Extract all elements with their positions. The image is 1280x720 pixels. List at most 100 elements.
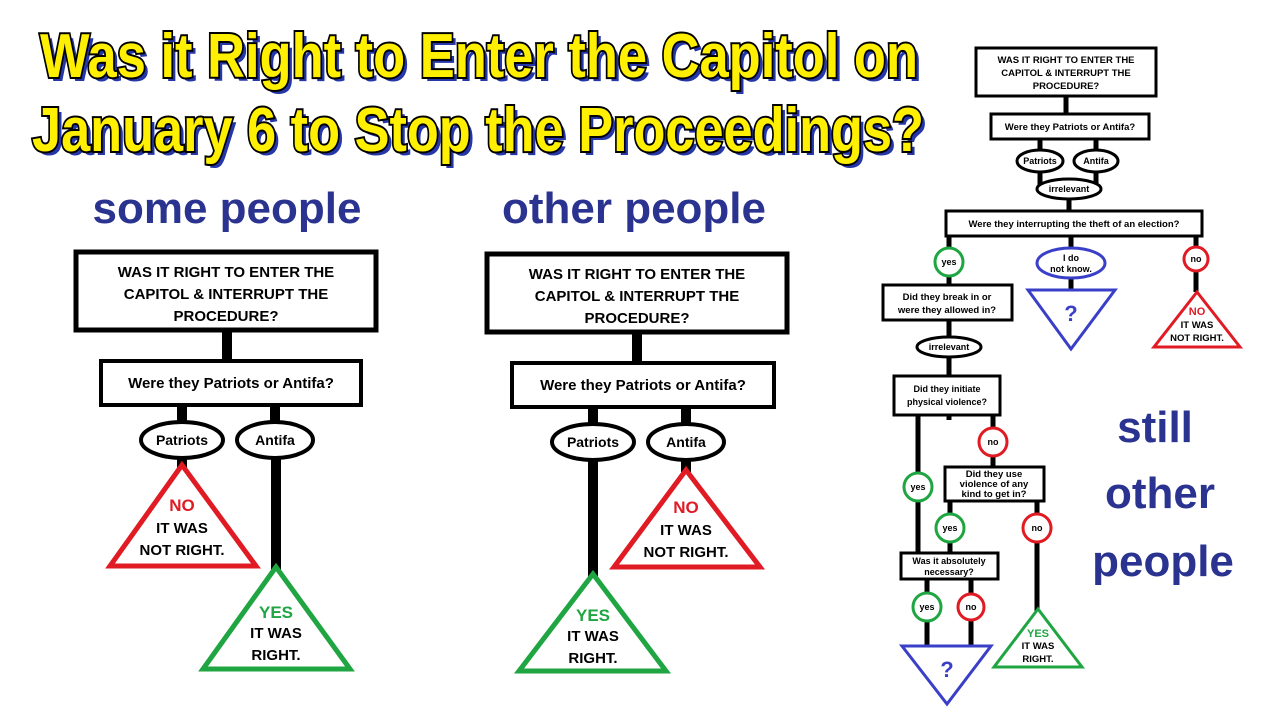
middle-yes-triangle bbox=[513, 569, 672, 674]
middle-no_result-l2-text: NOT RIGHT. bbox=[644, 544, 729, 561]
title-line-2: January 6 to Stop the Proceedings? bbox=[32, 96, 924, 165]
right-irrelevant-oval-2 bbox=[915, 335, 983, 359]
right-q4-0-text: Did they break in or bbox=[903, 292, 992, 303]
left-antifa-text: Antifa bbox=[255, 432, 295, 448]
right-yes-circle-4 bbox=[911, 591, 943, 623]
title-shadow-2: January 6 to Stop the Proceedings? bbox=[36, 100, 928, 169]
middle-q2-text: Were they Patriots or Antifa? bbox=[540, 377, 746, 394]
middle-heading: other people bbox=[502, 184, 766, 233]
right-no_result-l2-text: NOT RIGHT. bbox=[1170, 333, 1224, 344]
right-yes1-text: yes bbox=[941, 257, 956, 267]
right-flowchart: WAS IT RIGHT TO ENTER THE CAPITOL & INTER… bbox=[881, 46, 1244, 707]
right-no-triangle bbox=[1150, 289, 1244, 349]
middle-yes_result-word-text: YES bbox=[576, 606, 610, 625]
left-no-triangle bbox=[105, 460, 261, 569]
diagram-part: WAS IT RIGHT TO ENTER THE CAPITOL & INTER… bbox=[997, 55, 1134, 92]
right-q1-0-text: WAS IT RIGHT TO ENTER THE bbox=[997, 55, 1134, 66]
right-no1-text: no bbox=[1191, 254, 1202, 264]
right-q2-box bbox=[989, 112, 1151, 141]
right-yes-circle-1 bbox=[933, 246, 965, 278]
right-antifa-oval bbox=[1072, 148, 1120, 174]
right-yes_result-l2-text: RIGHT. bbox=[1022, 654, 1053, 665]
middle-patriots-text: Patriots bbox=[567, 434, 619, 450]
diagram-part: WAS IT RIGHT TO ENTER THE CAPITOL & INTER… bbox=[529, 266, 745, 327]
left-q2-text: Were they Patriots or Antifa? bbox=[128, 375, 334, 392]
right-q1-2-text: PROCEDURE? bbox=[1033, 81, 1100, 92]
middle-yes_result-l2-text: RIGHT. bbox=[568, 650, 617, 667]
right-irrelevant2-text: irrelevant bbox=[929, 342, 970, 352]
middle-q1-1-text: CAPITOL & INTERRUPT THE bbox=[535, 288, 739, 305]
middle-no-triangle bbox=[609, 465, 766, 570]
title: Was it Right to Enter the Capitol on Was… bbox=[30, 20, 928, 169]
title-shadow-1: Was it Right to Enter the Capitol on bbox=[44, 26, 922, 95]
left-yes_result-word-text: YES bbox=[259, 603, 293, 622]
left-q1-box bbox=[73, 249, 379, 333]
right-patriots-text: Patriots bbox=[1023, 156, 1057, 166]
right-q4-1-text: were they allowed in? bbox=[897, 305, 996, 316]
right-no2-text: no bbox=[988, 437, 999, 447]
middle-q1-0-text: WAS IT RIGHT TO ENTER THE bbox=[529, 266, 745, 283]
right-no-circle-3 bbox=[1021, 512, 1053, 544]
right-yes4-text: yes bbox=[919, 602, 934, 612]
right-question_mark-text: ? bbox=[940, 657, 953, 682]
right-unknown-triangle-1 bbox=[1025, 288, 1118, 352]
middle-yes_result-l1-text: IT WAS bbox=[567, 628, 619, 645]
right-q1-1-text: CAPITOL & INTERRUPT THE bbox=[1001, 68, 1131, 79]
right-q1-box bbox=[974, 46, 1158, 98]
middle-no_result-word-text: NO bbox=[673, 498, 699, 517]
right-heading-0-text: still bbox=[1117, 403, 1193, 452]
right-q5-1-text: physical violence? bbox=[907, 397, 987, 407]
left-no_result-l1-text: IT WAS bbox=[156, 520, 208, 537]
middle-antifa-text: Antifa bbox=[666, 434, 706, 450]
right-yes3-text: yes bbox=[942, 523, 957, 533]
right-no_result-word-text: NO bbox=[1189, 306, 1206, 318]
right-no4-text: no bbox=[966, 602, 977, 612]
left-no_result-l2-text: NOT RIGHT. bbox=[140, 542, 225, 559]
left-q1-1-text: CAPITOL & INTERRUPT THE bbox=[124, 286, 328, 303]
left-yes-triangle bbox=[198, 562, 355, 672]
right-no-circle-4 bbox=[956, 592, 986, 622]
middle-q2-box bbox=[510, 361, 776, 409]
left-patriots-text: Patriots bbox=[156, 432, 208, 448]
title-line-1: Was it Right to Enter the Capitol on bbox=[40, 22, 918, 91]
diagram-part: Did they break in or were they allowed in… bbox=[897, 292, 996, 316]
middle-q1-2-text: PROCEDURE? bbox=[584, 310, 689, 327]
right-no3-text: no bbox=[1032, 523, 1043, 533]
right-q7-1-text: necessary? bbox=[924, 567, 974, 577]
left-q2-box bbox=[99, 359, 363, 407]
right-irrelevant-oval-1 bbox=[1035, 177, 1103, 201]
left-flowchart: some people WAS IT RIGHT TO ENTER THE CAP… bbox=[73, 184, 379, 672]
right-yes_result-word-text: YES bbox=[1027, 628, 1049, 640]
right-idk-0-text: I do bbox=[1063, 253, 1079, 263]
right-yes-circle-3 bbox=[934, 512, 966, 544]
left-yes_result-l2-text: RIGHT. bbox=[251, 647, 300, 664]
right-no-circle-2 bbox=[977, 426, 1009, 458]
left-antifa-oval bbox=[235, 420, 315, 460]
middle-flowchart: other people WAS IT RIGHT TO ENTER THE CA… bbox=[484, 184, 790, 674]
right-q6-box bbox=[943, 465, 1046, 503]
middle-no_result-l1-text: IT WAS bbox=[660, 522, 712, 539]
right-q7-box bbox=[899, 551, 1000, 581]
left-patriots-oval bbox=[139, 420, 225, 460]
middle-patriots-oval bbox=[550, 422, 636, 462]
right-unknown-triangle-2 bbox=[898, 644, 995, 707]
left-q1-0-text: WAS IT RIGHT TO ENTER THE bbox=[118, 264, 334, 281]
left-yes_result-l1-text: IT WAS bbox=[250, 625, 302, 642]
right-q5-0-text: Did they initiate bbox=[913, 384, 980, 394]
left-no_result-word-text: NO bbox=[169, 496, 195, 515]
right-q3-box bbox=[944, 209, 1204, 238]
right-q6-2-text: kind to get in? bbox=[962, 489, 1027, 500]
right-idk-1-text: not know. bbox=[1050, 264, 1092, 274]
left-q1-2-text: PROCEDURE? bbox=[173, 308, 278, 325]
left-heading: some people bbox=[93, 184, 362, 233]
right-q4-box bbox=[881, 283, 1014, 322]
right-antifa-text: Antifa bbox=[1083, 156, 1109, 166]
right-patriots-oval bbox=[1015, 148, 1065, 174]
right-q6-0-text: Did they use bbox=[966, 469, 1023, 480]
right-yes-triangle bbox=[990, 606, 1086, 669]
